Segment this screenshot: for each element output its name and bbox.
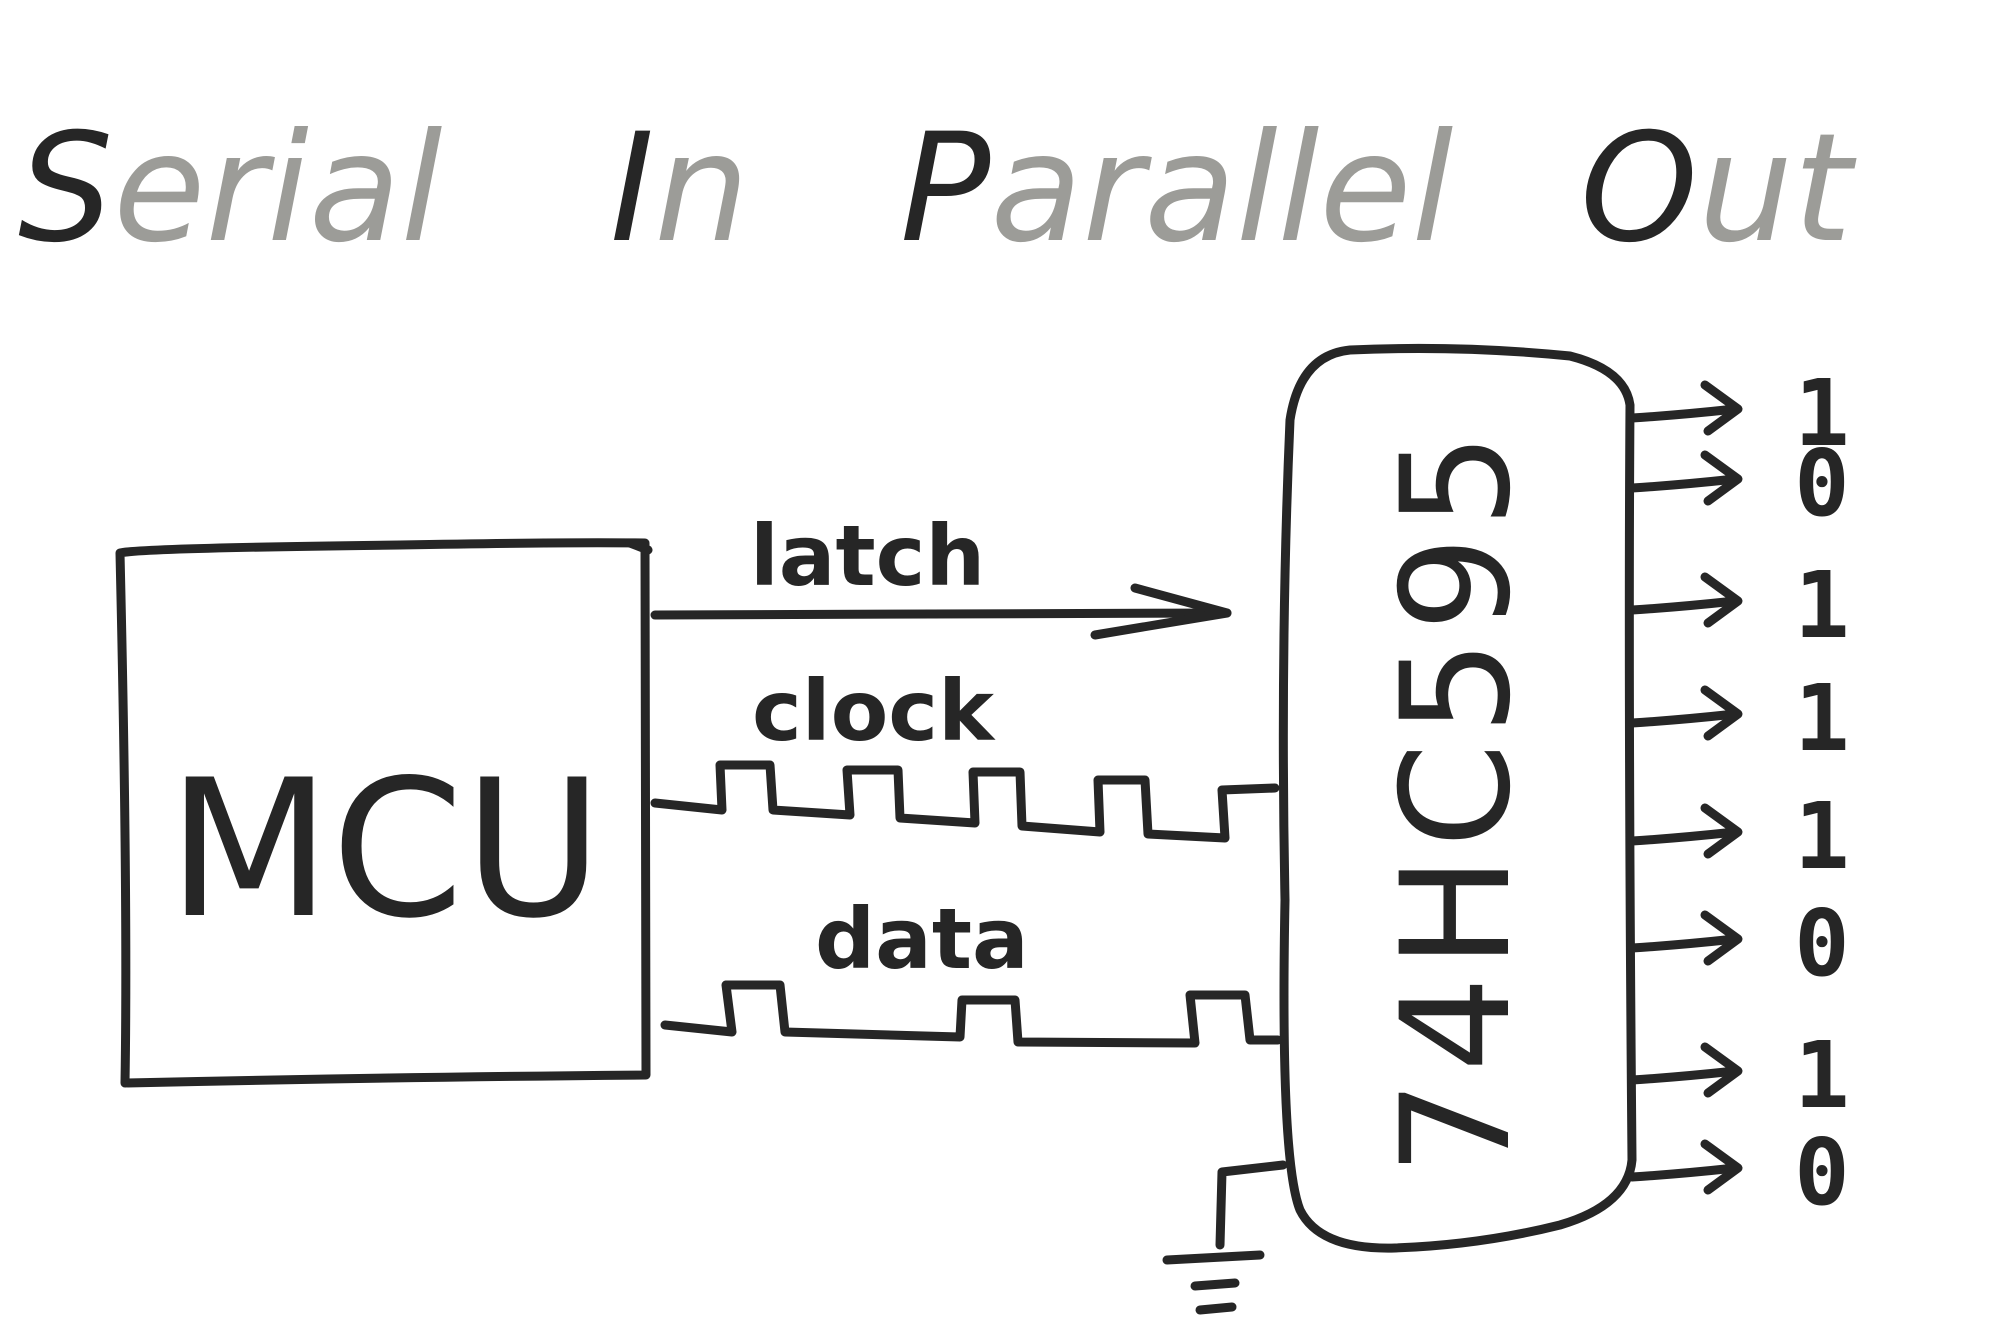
title-word-1-initial: S bbox=[18, 102, 113, 276]
title: Serial In Parallel Out bbox=[18, 102, 1857, 276]
mcu-box-top-tick bbox=[625, 538, 653, 555]
output-bit-value: 0 bbox=[1794, 430, 1849, 537]
data-label: data bbox=[815, 890, 1029, 988]
ground-bar-2 bbox=[1190, 1278, 1240, 1291]
output-2: 1 bbox=[1627, 552, 1850, 659]
chip-body bbox=[1278, 343, 1637, 1253]
mcu-label: MCU bbox=[167, 739, 603, 960]
clock-label: clock bbox=[752, 662, 996, 760]
title-word-3-initial: P bbox=[900, 102, 991, 276]
clock-waveform bbox=[650, 760, 1280, 843]
output-arrow-line bbox=[1627, 404, 1740, 423]
svg-text:Serial: Serial bbox=[18, 102, 442, 276]
output-5: 0 bbox=[1627, 890, 1850, 997]
output-bit-value: 1 bbox=[1794, 783, 1849, 890]
output-arrowhead bbox=[1700, 685, 1743, 741]
shift-register-chip: 74HC595 bbox=[1278, 343, 1637, 1253]
latch-arrowhead bbox=[1090, 583, 1232, 640]
output-arrow-line bbox=[1627, 474, 1740, 493]
svg-text:In: In bbox=[610, 102, 749, 276]
output-arrowhead bbox=[1700, 803, 1743, 859]
output-0: 1 bbox=[1627, 360, 1850, 467]
output-bit-value: 1 bbox=[1794, 360, 1849, 467]
data-waveform bbox=[660, 980, 1283, 1048]
output-arrowhead bbox=[1700, 380, 1743, 436]
ground-symbol bbox=[1162, 1160, 1288, 1315]
latch-line bbox=[650, 608, 1232, 620]
title-word-1-rest: erial bbox=[113, 102, 442, 276]
mcu-box bbox=[115, 538, 651, 1088]
output-arrowhead bbox=[1700, 572, 1743, 628]
output-bit-value: 1 bbox=[1794, 552, 1849, 659]
output-bit-value: 1 bbox=[1794, 1022, 1849, 1129]
ground-bar-1 bbox=[1162, 1250, 1265, 1265]
output-arrow-line bbox=[1627, 934, 1740, 953]
output-arrowhead bbox=[1700, 1042, 1743, 1098]
output-bit-value: 0 bbox=[1794, 1119, 1849, 1226]
clock-signal: clock bbox=[650, 662, 1280, 843]
data-signal: data bbox=[660, 890, 1283, 1048]
output-arrowhead bbox=[1700, 1139, 1743, 1195]
output-4: 1 bbox=[1627, 783, 1850, 890]
output-arrow-line bbox=[1627, 1163, 1740, 1182]
svg-text:Out: Out bbox=[1580, 102, 1857, 276]
svg-text:Parallel: Parallel bbox=[900, 102, 1453, 276]
output-6: 1 bbox=[1627, 1022, 1850, 1129]
output-arrowhead bbox=[1700, 450, 1743, 506]
title-word-4-initial: O bbox=[1580, 102, 1698, 276]
output-1: 0 bbox=[1627, 430, 1850, 537]
latch-signal: latch bbox=[650, 507, 1232, 640]
output-bit-value: 0 bbox=[1794, 890, 1849, 997]
output-arrowhead bbox=[1700, 910, 1743, 966]
output-7: 0 bbox=[1627, 1119, 1850, 1226]
chip-label: 74HC595 bbox=[1370, 425, 1544, 1176]
title-word-4-rest: ut bbox=[1698, 102, 1857, 276]
output-arrow-line bbox=[1627, 1066, 1740, 1085]
title-word-2-rest: n bbox=[654, 102, 749, 276]
title-word-3-rest: arallel bbox=[990, 102, 1453, 276]
latch-label: latch bbox=[750, 507, 985, 605]
ground-bar-3 bbox=[1195, 1302, 1237, 1315]
output-arrow-line bbox=[1627, 827, 1740, 846]
ground-wire bbox=[1215, 1160, 1288, 1250]
title-word-2-initial: I bbox=[610, 102, 654, 276]
mcu-block: MCU bbox=[115, 538, 653, 1088]
output-bit-value: 1 bbox=[1794, 665, 1849, 772]
output-arrow-line bbox=[1627, 709, 1740, 728]
output-arrow-line bbox=[1627, 596, 1740, 615]
output-3: 1 bbox=[1627, 665, 1850, 772]
